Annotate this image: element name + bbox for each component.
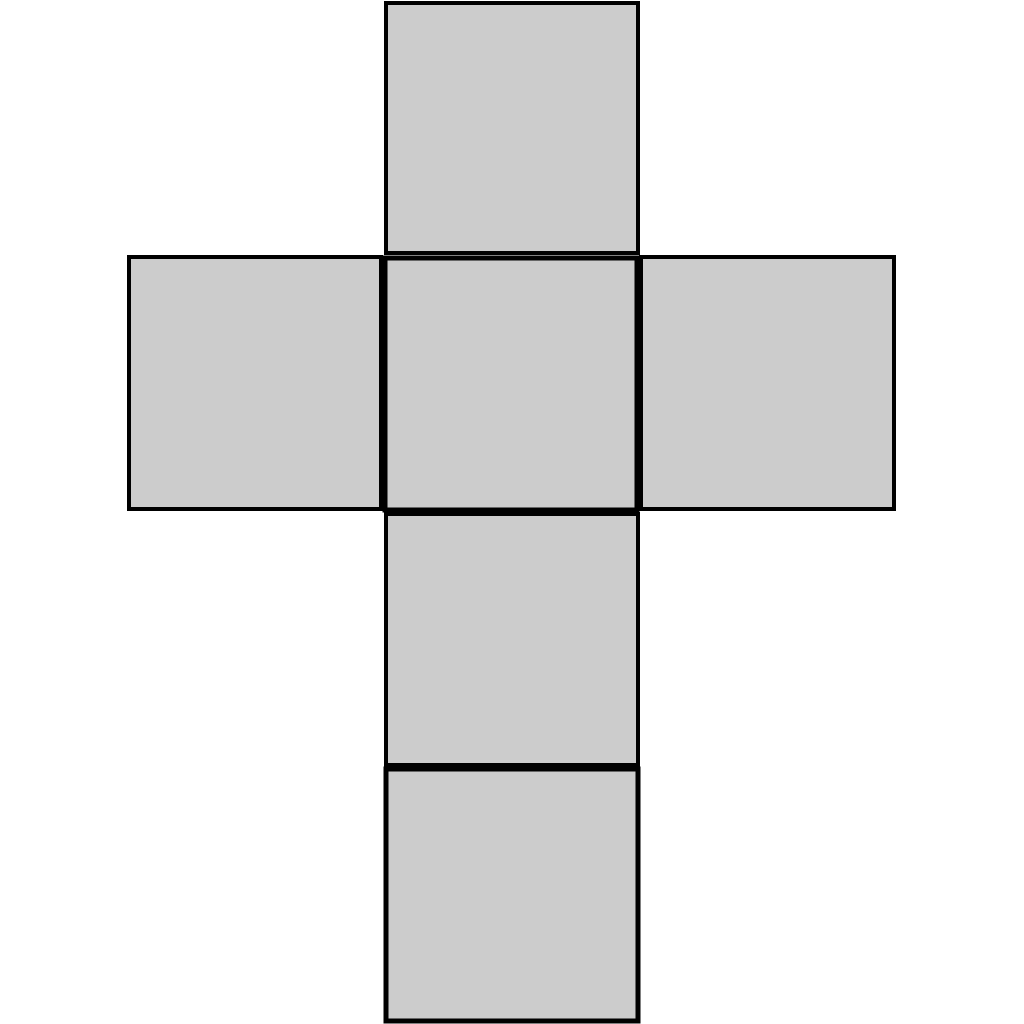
face-center	[382, 255, 640, 513]
face-top	[384, 1, 640, 255]
face-right	[639, 255, 896, 511]
face-lower	[384, 512, 640, 767]
cube-net-faces	[127, 1, 896, 1024]
face-bottom	[383, 766, 641, 1024]
face-left	[127, 255, 383, 511]
